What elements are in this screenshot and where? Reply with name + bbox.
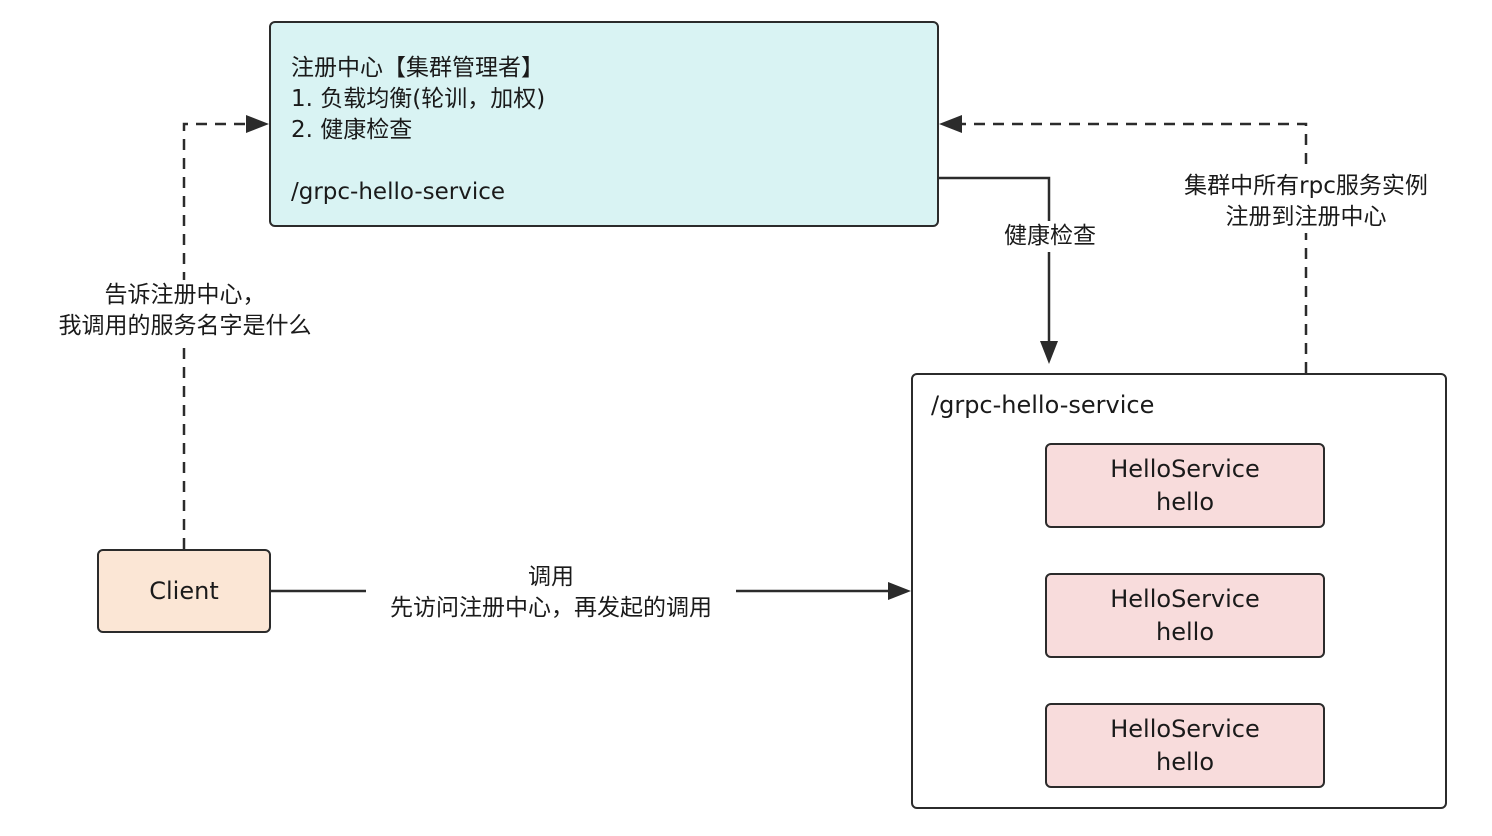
registry-service-path: /grpc-hello-service — [291, 179, 506, 205]
registry-item-health-check: 2. 健康检查 — [291, 117, 413, 143]
instance-method-name: hello — [1156, 487, 1214, 516]
edge-label-line: 先访问注册中心，再发起的调用 — [390, 595, 712, 621]
instance-service-name: HelloService — [1110, 454, 1260, 483]
hello-service-instance-3: HelloService hello — [1045, 703, 1325, 788]
arrowhead-health-check — [1040, 341, 1058, 364]
arrowhead-client-to-registry — [246, 115, 269, 133]
edge-label-line: 调用 — [528, 564, 574, 590]
service-group-label: /grpc-hello-service — [931, 391, 1155, 419]
instance-method-name: hello — [1156, 747, 1214, 776]
edge-service-register — [958, 122, 1308, 373]
client-node: Client — [97, 549, 271, 633]
hello-service-instance-1: HelloService hello — [1045, 443, 1325, 528]
instance-method-name: hello — [1156, 617, 1214, 646]
instance-service-name: HelloService — [1110, 584, 1260, 613]
edge-label-line: 健康检查 — [1004, 223, 1096, 249]
hello-service-instance-2: HelloService hello — [1045, 573, 1325, 658]
registry-title: 注册中心【集群管理者】 — [291, 55, 544, 81]
edge-client-to-registry — [182, 122, 250, 549]
client-label: Client — [149, 577, 219, 605]
edge-label-line: 集群中所有rpc服务实例 — [1184, 173, 1428, 199]
instance-service-name: HelloService — [1110, 714, 1260, 743]
edge-label-client-to-service: 调用 先访问注册中心，再发起的调用 — [366, 562, 736, 624]
edge-label-line: 我调用的服务名字是什么 — [58, 313, 312, 339]
edge-health-check — [939, 176, 1051, 345]
edge-label-line: 告诉注册中心， — [104, 282, 266, 308]
edge-label-health-check: 健康检查 — [996, 221, 1104, 252]
registry-node: 注册中心【集群管理者】 1. 负载均衡(轮训，加权) 2. 健康检查 /grpc… — [269, 21, 939, 227]
registry-item-load-balance: 1. 负载均衡(轮训，加权) — [291, 86, 546, 112]
arrowhead-client-to-service — [888, 582, 911, 600]
edge-label-line: 注册到注册中心 — [1225, 204, 1387, 230]
edge-label-service-register: 集群中所有rpc服务实例 注册到注册中心 — [1166, 171, 1446, 233]
edge-label-client-to-registry: 告诉注册中心， 我调用的服务名字是什么 — [40, 280, 330, 342]
arrowhead-service-register — [939, 115, 962, 133]
